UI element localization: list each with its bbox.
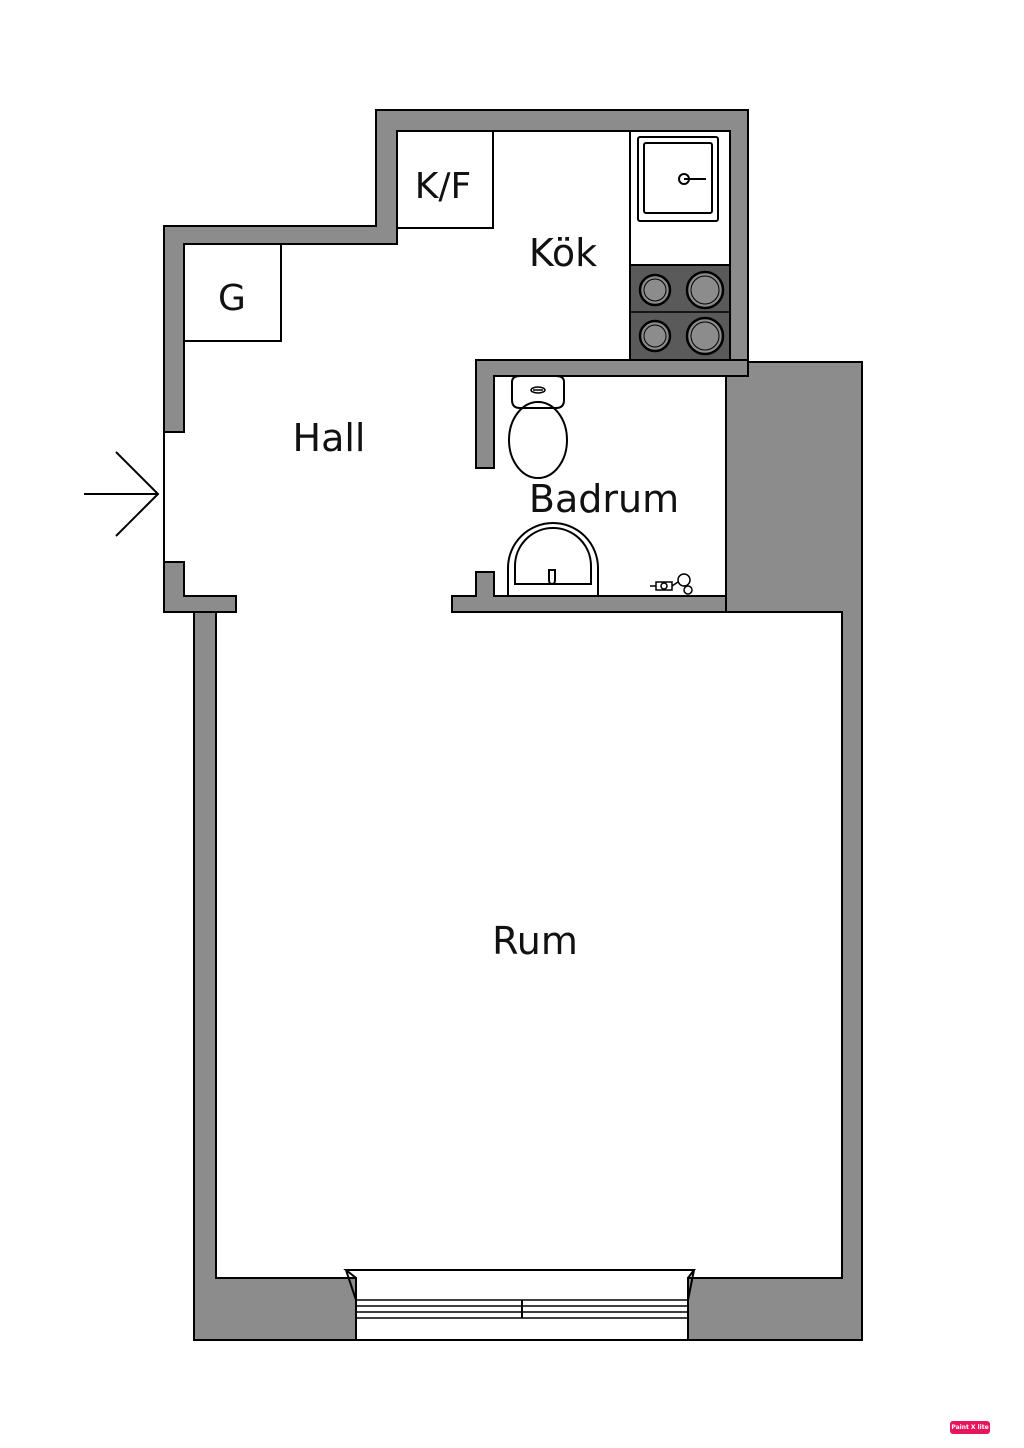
room-label-kok: Kök	[529, 231, 597, 275]
watermark-badge: Paint X lite	[950, 1421, 990, 1434]
room-label-rum: Rum	[492, 919, 578, 963]
wall-bath-top	[475, 359, 749, 469]
floor-drain-icon	[650, 573, 693, 595]
g-label: G	[218, 278, 246, 319]
wardrobe-box	[183, 243, 282, 342]
bathroom	[507, 375, 693, 596]
entrance-arrow-icon	[84, 432, 165, 562]
room-label-hall: Hall	[293, 416, 366, 460]
kitchen-sink-icon	[637, 136, 719, 222]
room-label-badrum: Badrum	[529, 477, 679, 521]
wall-bath-bottom	[451, 571, 727, 613]
window	[343, 1269, 696, 1341]
wall-left-room	[193, 611, 357, 1341]
kitchen	[396, 130, 731, 361]
washbasin-icon	[507, 522, 599, 596]
wall-right	[687, 361, 863, 1341]
walls	[163, 109, 863, 1341]
wall-left-door-stub	[163, 561, 237, 613]
kf-label: K/F	[415, 166, 471, 207]
toilet-icon	[508, 375, 568, 479]
fridge-freezer-box	[396, 130, 494, 229]
stove-icon	[629, 264, 731, 361]
